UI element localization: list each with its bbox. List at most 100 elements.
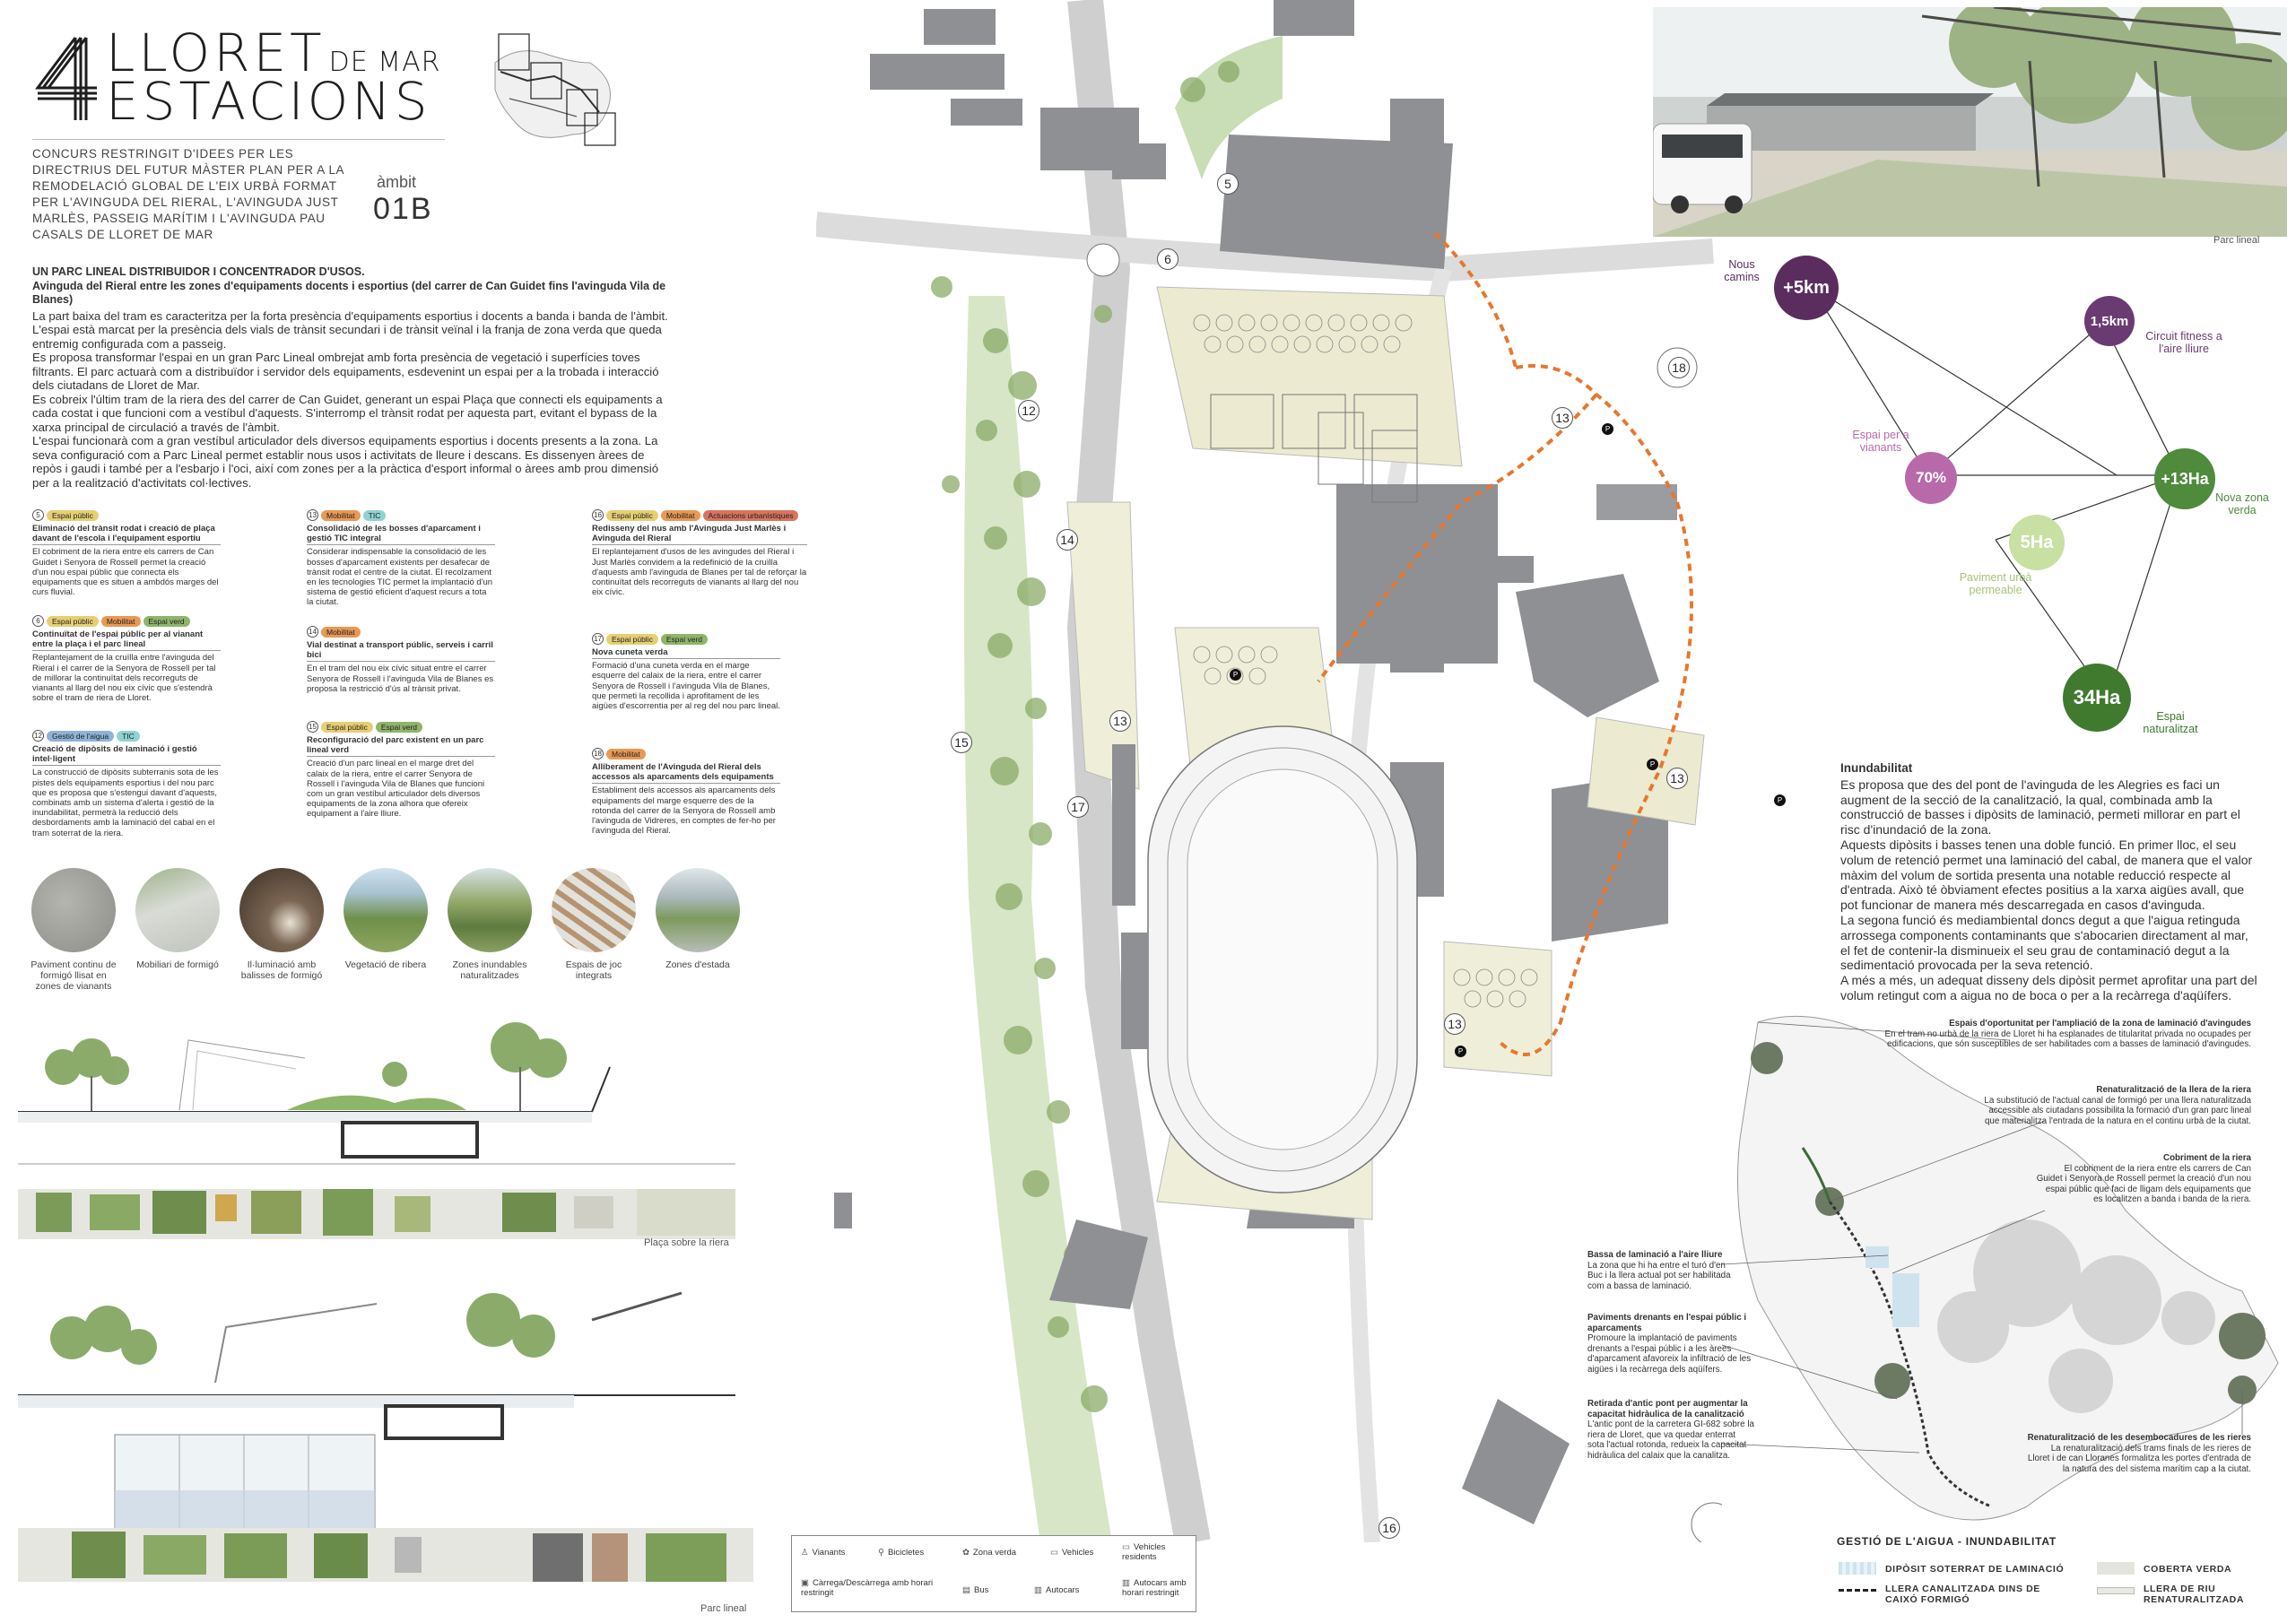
intervention-title: Nova cuneta verda [592, 647, 780, 660]
material-item: Vegetació de ribera [339, 868, 432, 970]
stat-label-nous-camins: Nous camins [1724, 258, 1760, 283]
material-swatch [656, 868, 740, 952]
ambit-label: àmbit [377, 173, 417, 191]
tag-espai-public: Espai públic [606, 633, 658, 645]
swatch-llera-ren [2097, 1587, 2135, 1594]
intro-heading: UN PARC LINEAL DISTRIBUIDOR I CONCENTRAD… [32, 265, 365, 278]
water-management-legend: GESTIÓ DE L'AIGUA - INUNDABILITAT DIPÒSI… [1837, 1533, 2285, 1618]
swatch-diposit [1839, 1562, 1876, 1575]
plan-label-6: 6 [1157, 248, 1178, 270]
water-legend-llera-canal: LLERA CANALITZADA DINS DE CAIXÓ FORMIGÓ [1885, 1584, 2040, 1605]
parking-icon: P [1455, 1046, 1466, 1057]
ambit-code: 01B [373, 192, 433, 226]
intervention-title: Reconfiguració del parc existent en un p… [307, 735, 495, 758]
car-icon: ▭ [1050, 1548, 1058, 1558]
plan-label-18: 18 [1668, 357, 1690, 378]
stat-espai-vianants: 70% [1905, 452, 1957, 504]
intro-subheading: Avinguda del Rieral entre les zones d'eq… [32, 279, 666, 307]
stat-label-espai-vianants: Espai per a vianants [1852, 429, 1909, 454]
intervention-text: El replantejament d'usos de les avingude… [592, 547, 807, 598]
intervention-text: La construcció de dipòsits subterranis s… [32, 768, 219, 838]
tag-tic: TIC [117, 730, 140, 742]
intro-paragraph: Es proposa transformar l'espai en un gra… [32, 351, 659, 392]
intervention-text: Formació d'una cuneta verda en el marge … [592, 661, 780, 712]
material-label: Paviment continu de formigó llisat en zo… [30, 959, 117, 992]
intervention-number: 15 [307, 721, 318, 733]
intro-text: UN PARC LINEAL DISTRIBUIDOR I CONCENTRAD… [32, 265, 669, 490]
material-swatch [552, 868, 636, 952]
legend-item-vehicles: ▭Vehicles [1050, 1548, 1094, 1558]
tag-mobilitat: Mobilitat [321, 626, 361, 638]
intervention-text: El cobriment de la riera entre els carre… [32, 547, 219, 598]
tag-mobilitat: Mobilitat [660, 509, 700, 521]
tag-espai-verd: Espai verd [375, 721, 423, 733]
water-legend-coberta: COBERTA VERDA [2144, 1564, 2232, 1575]
material-label: Vegetació de ribera [344, 959, 427, 970]
legend-item-autocars-horari: ▥Autocars amb horari restringit [1122, 1578, 1187, 1598]
intervention-text: Considerar indispensable la consolidació… [307, 547, 493, 608]
parking-icon: P [1647, 759, 1658, 770]
legend-item-autocars: ▥Autocars [1034, 1585, 1080, 1595]
intervention-number: 5 [32, 509, 44, 521]
water-management-map [1721, 1015, 2279, 1521]
tag-espai-verd: Espai verd [143, 615, 190, 627]
material-label: Il·luminació amb balisses de formigó [240, 959, 323, 981]
inundabilitat-paragraph: La segona funció és mediambiental doncs … [1840, 912, 2248, 973]
stat-nous-camins: +5km [1774, 256, 1839, 320]
bicycle-icon: ⚲ [878, 1548, 884, 1558]
pedestrian-icon: ♙ [801, 1548, 809, 1558]
tree-icon: ✿ [962, 1548, 970, 1558]
photo-caption: Parc lineal [2213, 235, 2260, 246]
intervention-number: 16 [592, 509, 604, 521]
annotation-retirada-pont: Retirada d'antic pont per augmentar la c… [1587, 1399, 1754, 1461]
section-caption-plaza: Plaça sobre la riera [644, 1237, 729, 1248]
master-plan-drawing [816, 0, 1722, 1542]
header-divider [32, 139, 445, 140]
intervention-text: En el tram del nou eix cívic situat entr… [307, 664, 494, 694]
inundabilitat-title: Inundabilitat [1840, 761, 1913, 775]
intervention-title: Continuïtat de l'espai públic per al via… [32, 629, 221, 652]
intervention-title: Vial destinat a transport públic, servei… [307, 640, 495, 663]
legend-item-vianants: ♙Vianants [801, 1548, 846, 1558]
tag-mobilitat: Mobilitat [321, 509, 361, 521]
legend-item-carrega: ▣Càrrega/Descàrrega amb horari restringi… [801, 1578, 934, 1598]
bus-icon: ▤ [962, 1585, 970, 1595]
material-swatch [344, 868, 428, 952]
material-swatch [239, 868, 324, 952]
annotation-renaturalitzacio-llera: Renaturalització de la llera de la riera… [1984, 1085, 2251, 1126]
swatch-coberta [2097, 1562, 2135, 1575]
tag-espai-public: Espai públic [47, 509, 99, 521]
parking-icon: P [1602, 423, 1613, 435]
material-item: Espais de joc integrats [547, 868, 640, 981]
intro-paragraph: La part baixa del tram es caracteritza p… [32, 308, 668, 351]
stat-paviment-permeable: 5Ha [2009, 515, 2065, 570]
contest-description: Concurs restringit d'idees per les direc… [32, 147, 344, 241]
tag-espai-public: Espai públic [321, 721, 373, 733]
material-swatch [31, 868, 116, 952]
plan-label-17: 17 [1067, 796, 1089, 818]
tag-espai-public: Espai públic [47, 615, 99, 627]
material-label: Zones inundables naturalitzades [452, 959, 527, 981]
plan-label-16: 16 [1378, 1517, 1400, 1539]
coach-icon: ▥ [1034, 1585, 1042, 1595]
loading-icon: ▣ [801, 1578, 809, 1588]
parking-icon: P [1774, 794, 1786, 806]
location-key-map [491, 27, 624, 152]
plan-athletics-track [1147, 725, 1418, 1193]
water-legend-title: GESTIÓ DE L'AIGUA - INUNDABILITAT [1837, 1535, 2057, 1548]
intervention-title: Alliberament de l'Avinguda del Rieral de… [592, 762, 780, 785]
plan-label-13: 13 [1109, 710, 1131, 732]
legend-item-bus: ▤Bus [962, 1585, 989, 1595]
intervention-number: 17 [592, 633, 604, 645]
inundabilitat-text: Inundabilitat Es proposa que des del pon… [1840, 761, 2257, 1003]
stat-espai-naturalitzat: 34Ha [2063, 664, 2131, 732]
material-item: Mobiliari de formigó [131, 868, 224, 970]
section-plaza [18, 1022, 735, 1239]
stats-network-lines [1811, 286, 2180, 700]
legend-item-vehicles-residents: ▭Vehicles residents [1122, 1542, 1166, 1562]
stat-label-nova-zona-verda: Nova zona verda [2215, 491, 2269, 516]
